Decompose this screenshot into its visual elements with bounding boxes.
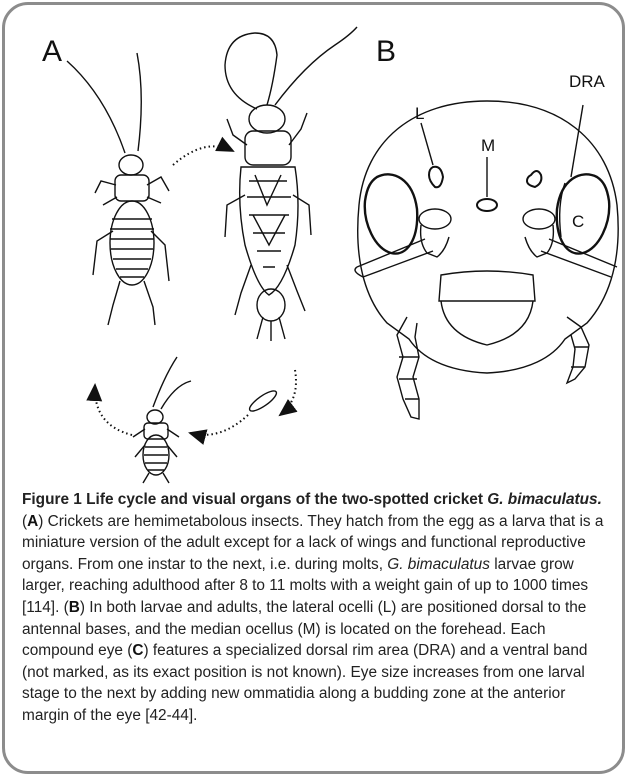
median-ocellus xyxy=(477,199,497,211)
larva-antenna-right xyxy=(137,53,141,151)
arrow-adult-to-egg xyxy=(280,370,296,415)
lateral-ocellus-right xyxy=(527,171,541,187)
egg xyxy=(247,388,279,415)
caption-title: Life cycle and visual organs of the two-… xyxy=(86,491,483,508)
dorsal-rim-area-line xyxy=(560,183,565,237)
lateral-ocellus-left xyxy=(429,167,443,188)
label-dra: DRA xyxy=(569,72,606,91)
caption-ref-a: A xyxy=(27,513,38,530)
caption-figure-number: Figure 1 xyxy=(22,491,82,508)
labrum xyxy=(441,301,533,345)
compound-eye-left xyxy=(365,174,417,253)
label-line-dra xyxy=(571,105,583,177)
clypeus xyxy=(439,271,535,301)
life-cycle-diagram xyxy=(67,27,357,483)
arrow-hatchling-to-larva xyxy=(95,385,132,435)
palps xyxy=(397,317,589,419)
label-line-l xyxy=(421,123,433,165)
arrow-larva-to-adult xyxy=(173,146,233,165)
adult-antenna-right xyxy=(275,27,357,105)
larva-large xyxy=(67,53,169,325)
figure-caption: Figure 1 Life cycle and visual organs of… xyxy=(22,489,612,727)
hatchling xyxy=(133,357,191,483)
adult-cricket xyxy=(225,27,357,341)
larva-antenna-left xyxy=(67,61,125,153)
caption-species-inline: G. bimaculatus xyxy=(387,556,490,573)
arrow-egg-to-hatchling xyxy=(190,415,248,435)
figure-illustration: L M DRA C xyxy=(5,5,622,485)
adult-antenna-left xyxy=(225,33,277,109)
caption-species: G. bimaculatus. xyxy=(487,491,602,508)
antenna-right xyxy=(523,209,617,277)
caption-ref-c: C xyxy=(132,642,143,659)
caption-ref-b: B xyxy=(69,599,80,616)
label-m: M xyxy=(481,136,495,155)
label-c: C xyxy=(572,212,584,231)
label-l: L xyxy=(415,104,424,123)
antenna-left xyxy=(355,209,451,277)
